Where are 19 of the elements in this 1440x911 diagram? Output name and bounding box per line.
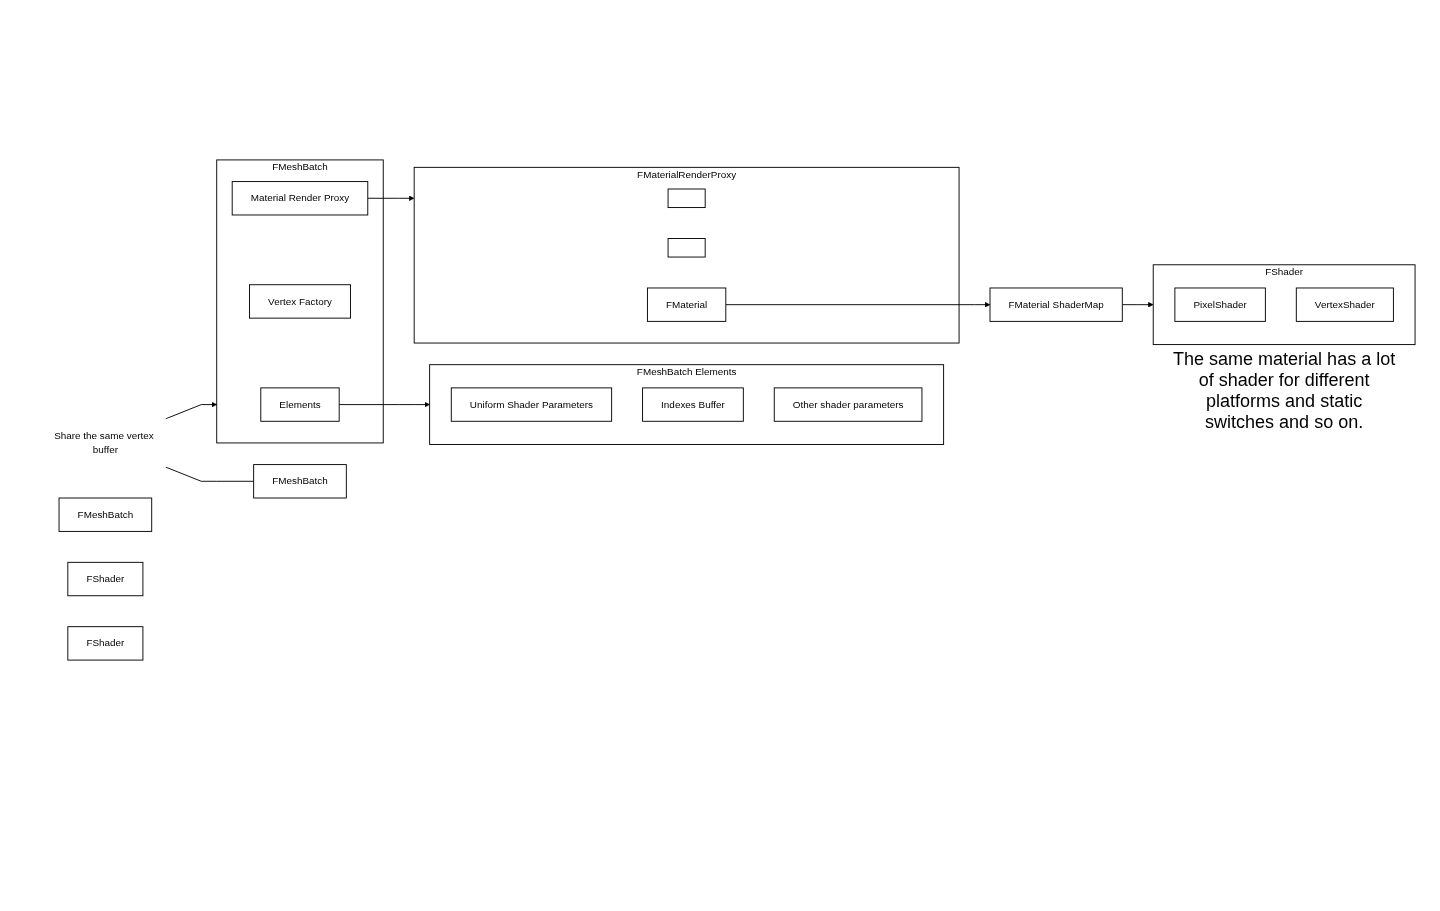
node-box: Vertex Factory [249, 284, 351, 319]
node-box: Uniform Shader Parameters [450, 387, 613, 422]
node-box: Elements [260, 387, 340, 422]
node-box: Material Render Proxy [231, 181, 369, 216]
node-box: VertexShader [1295, 287, 1394, 322]
node-box: FShader [67, 561, 144, 597]
connector [165, 466, 255, 482]
node-box: FShader [67, 626, 144, 661]
node-box [667, 188, 706, 208]
node-text: Share the same vertex buffer [54, 429, 154, 456]
node-caption: The same material has a lot of shader for different platforms and static switches and so on. [1172, 348, 1397, 433]
node-box: FMaterial ShaderMap [989, 287, 1123, 322]
node-box: FMeshBatch [253, 464, 347, 499]
node-box: Indexes Buffer [642, 387, 744, 422]
node-box: Other shader parameters [773, 387, 923, 422]
node-box [667, 238, 706, 258]
node-box: FMaterial [646, 287, 727, 322]
node-box: FMeshBatch [58, 497, 153, 532]
node-box: PixelShader [1174, 287, 1266, 322]
